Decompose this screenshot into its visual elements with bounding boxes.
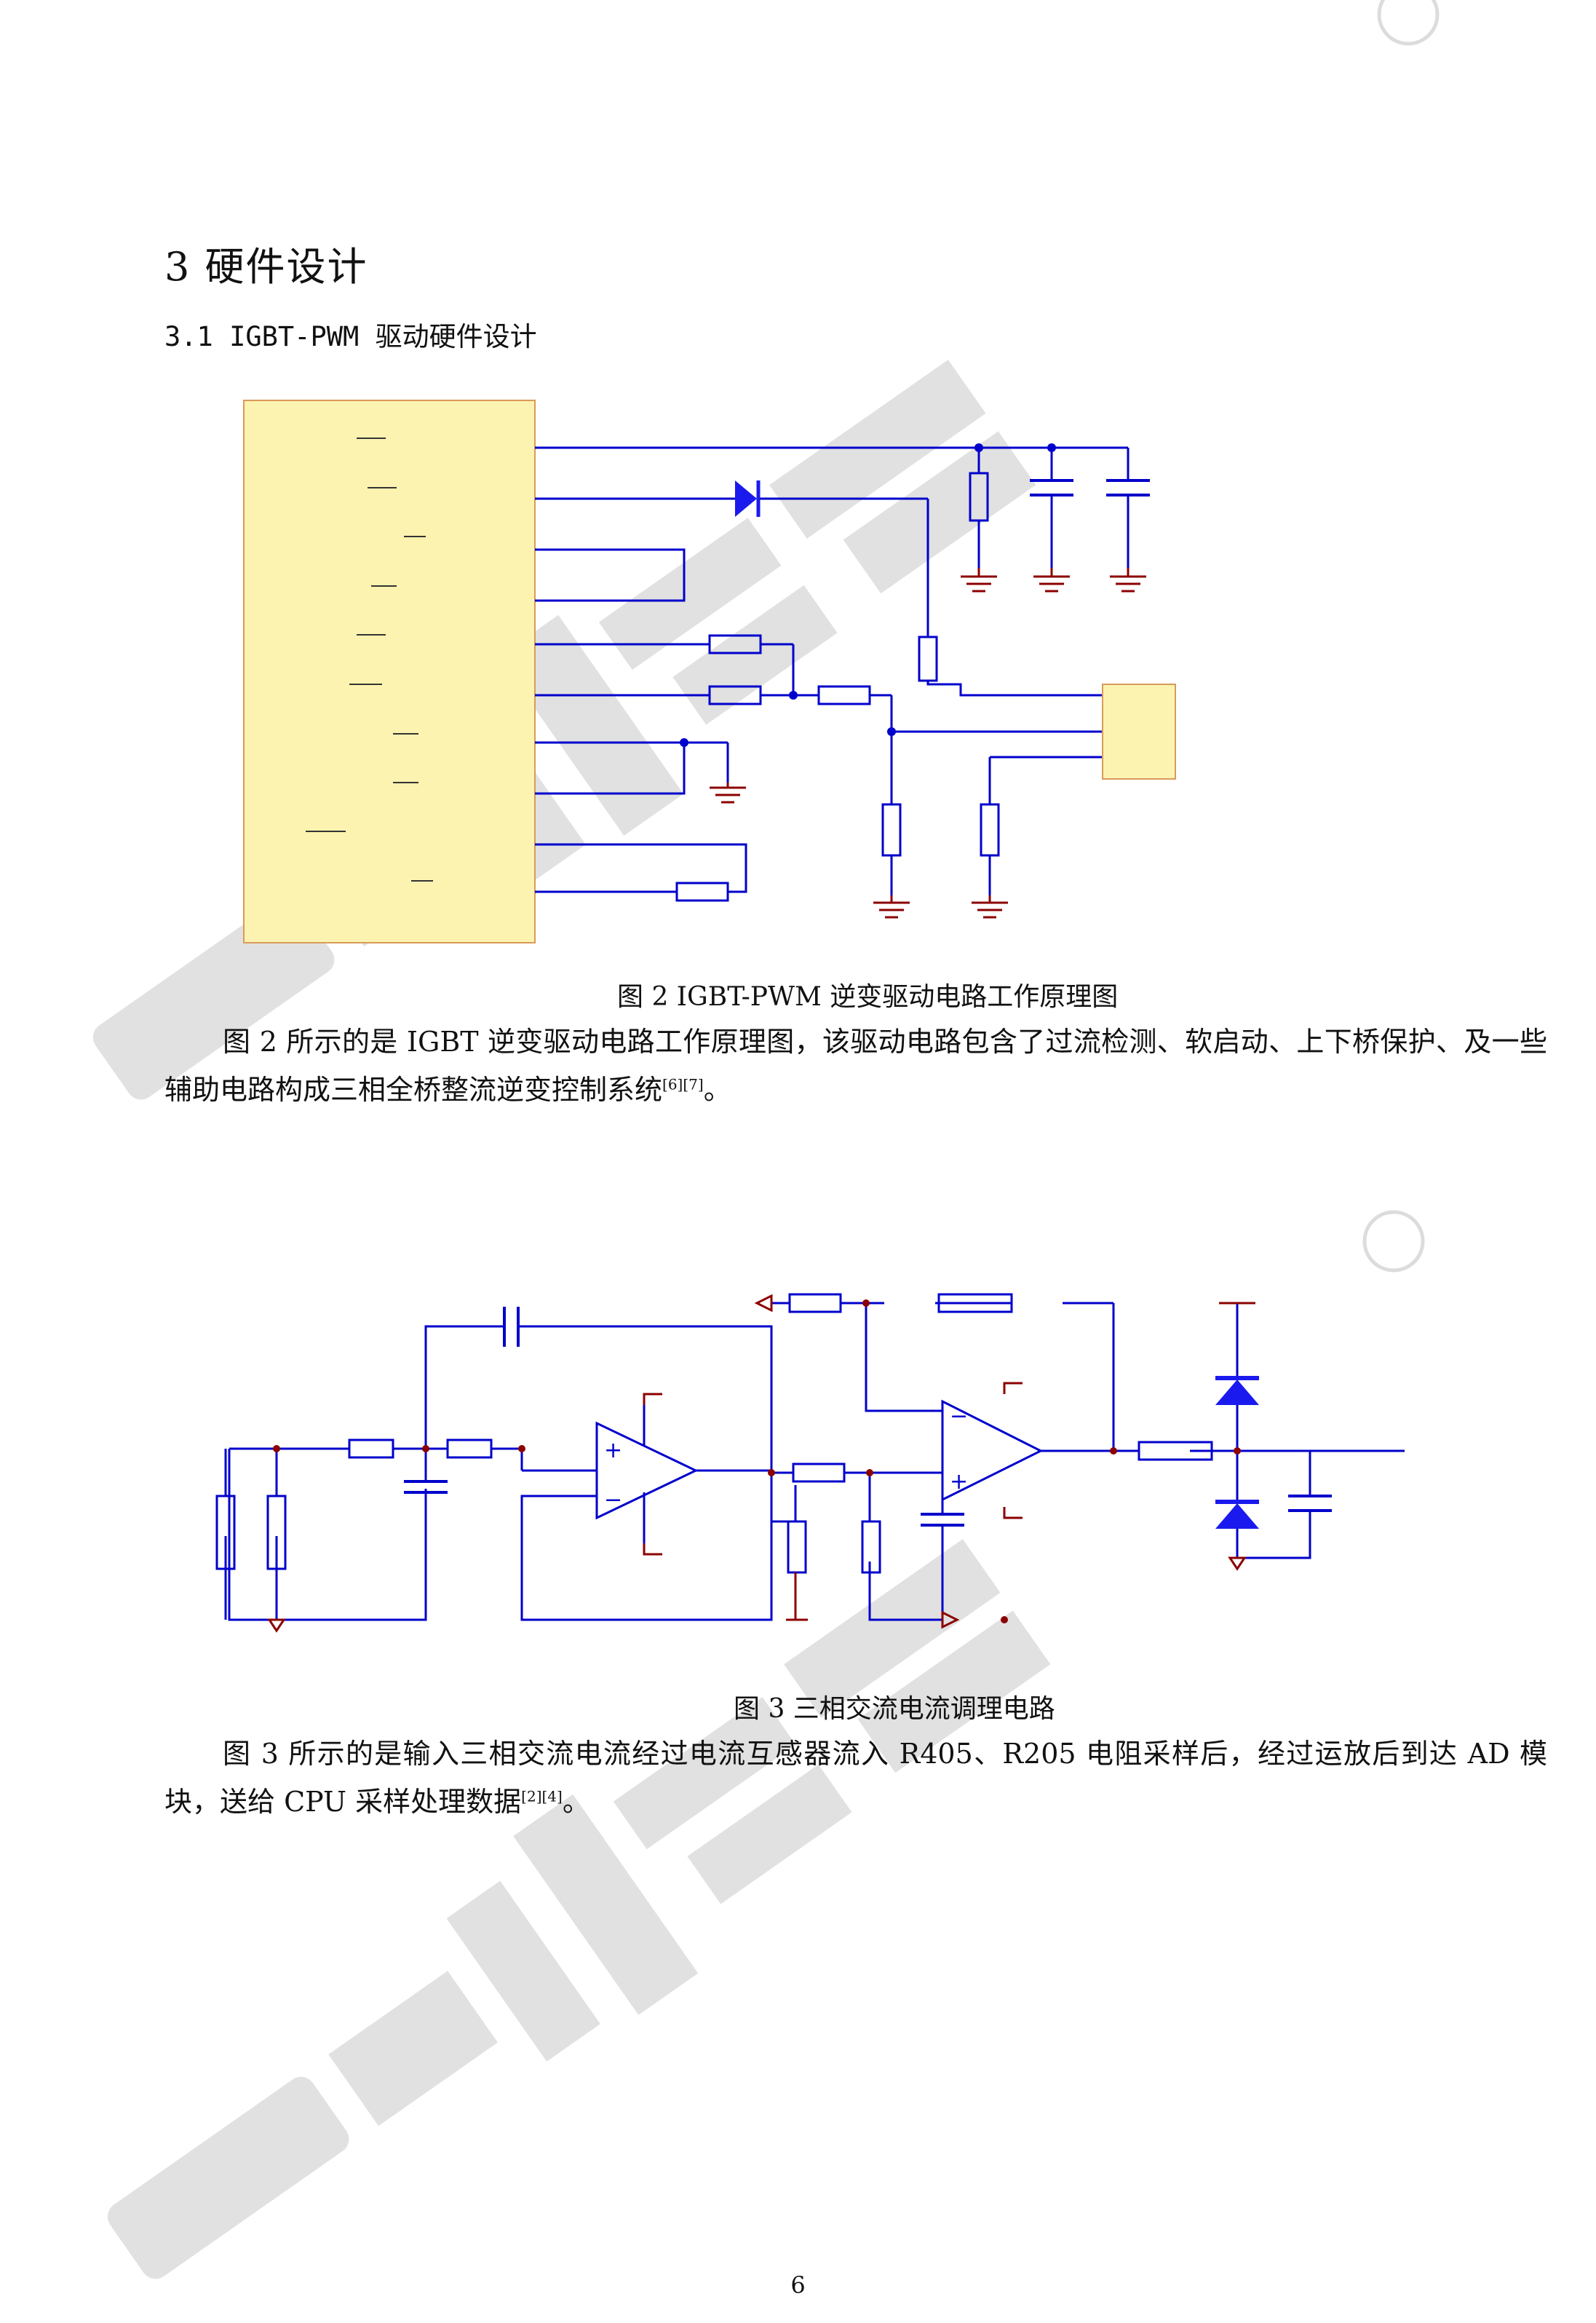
figure-3-caption: 图 3 三相交流电流调理电路 xyxy=(734,1694,1055,1724)
citation: [6][7] xyxy=(662,1075,704,1093)
resistor xyxy=(937,1293,1013,1313)
ic-block xyxy=(243,400,536,943)
ground-symbol xyxy=(710,783,746,804)
resistor xyxy=(787,1520,807,1574)
ground-symbol xyxy=(972,895,1008,919)
resistor xyxy=(708,634,762,654)
zener-diode xyxy=(1215,1380,1259,1405)
resistor xyxy=(266,1495,287,1570)
connector-block xyxy=(1102,684,1176,780)
paragraph-2-end: 。 xyxy=(562,1786,590,1818)
resistor xyxy=(792,1463,846,1483)
page-number: 6 xyxy=(790,2271,806,2299)
svg-text:−: − xyxy=(604,1487,622,1513)
resistor xyxy=(918,636,938,682)
resistor xyxy=(708,685,762,705)
resistor xyxy=(980,803,1000,857)
ground-symbol xyxy=(1033,568,1070,593)
resistor xyxy=(215,1495,236,1570)
paragraph-1: 图 2 所示的是 IGBT 逆变驱动电路工作原理图，该驱动电路包含了过流检测、软… xyxy=(164,1018,1547,1114)
svg-text:−: − xyxy=(950,1404,968,1429)
ground-symbol xyxy=(961,568,997,593)
resistor xyxy=(675,882,729,902)
resistor xyxy=(969,472,989,522)
paragraph-1-end: 。 xyxy=(703,1074,731,1106)
figure-3-schematic: + − − + xyxy=(215,1293,1405,1633)
svg-text:+: + xyxy=(950,1469,968,1495)
subsection-heading: 3.1 IGBT-PWM 驱动硬件设计 xyxy=(164,321,537,352)
diode-symbol xyxy=(735,480,757,517)
resistor xyxy=(861,1520,881,1574)
figure-2-schematic xyxy=(243,400,1176,943)
resistor xyxy=(1138,1441,1213,1461)
resistor xyxy=(348,1438,394,1459)
figure-2-caption: 图 2 IGBT-PWM 逆变驱动电路工作原理图 xyxy=(617,982,1119,1012)
paragraph-1-text: 图 2 所示的是 IGBT 逆变驱动电路工作原理图，该驱动电路包含了过流检测、软… xyxy=(164,1026,1547,1106)
section-heading: 3 硬件设计 xyxy=(164,244,368,290)
ground-symbol xyxy=(873,895,910,919)
paragraph-2: 图 3 所示的是输入三相交流电流经过电流互感器流入 R405、R205 电阻采样… xyxy=(164,1730,1547,1826)
resistor xyxy=(446,1438,493,1459)
svg-text:+: + xyxy=(604,1438,622,1463)
ground-symbol xyxy=(1110,568,1146,593)
resistor xyxy=(817,685,871,705)
paragraph-2-text: 图 3 所示的是输入三相交流电流经过电流互感器流入 R405、R205 电阻采样… xyxy=(164,1738,1547,1818)
resistor xyxy=(881,803,902,857)
citation: [2][4] xyxy=(521,1787,563,1805)
zener-diode xyxy=(1215,1503,1259,1529)
resistor xyxy=(788,1293,842,1313)
